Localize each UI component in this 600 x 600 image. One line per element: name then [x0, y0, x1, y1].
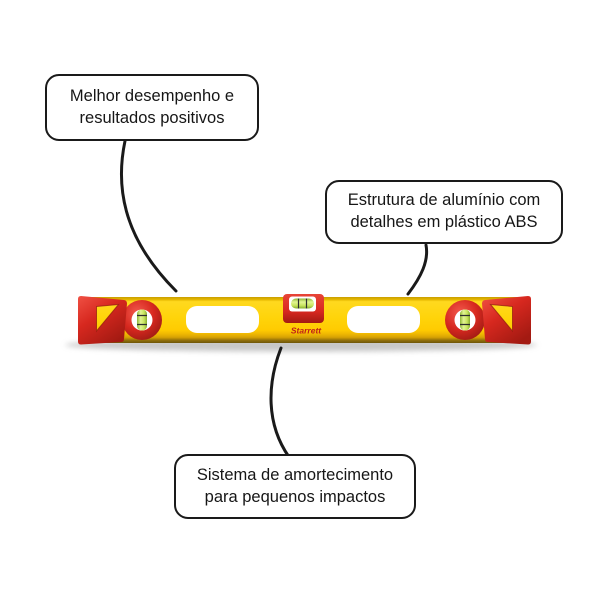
- callout-performance-text: Melhor desempenho e resultados positivos: [69, 86, 235, 127]
- connector-line-performance: [119, 139, 178, 293]
- left-vial-marks: [137, 314, 147, 326]
- handle-cutout-right: [347, 306, 420, 333]
- brand-logo: Starrett: [291, 326, 322, 336]
- right-vial-marks: [460, 314, 470, 326]
- left-end-cap: [78, 296, 127, 345]
- callout-performance: Melhor desempenho e resultados positivos: [45, 74, 259, 141]
- callout-structure-text: Estrutura de alumínio com detalhes em pl…: [347, 191, 541, 231]
- connector-line-damping: [269, 346, 291, 459]
- callout-damping-text: Sistema de amortecimento para pequenos i…: [196, 465, 394, 506]
- right-end-cap-shade: [489, 303, 513, 333]
- center-vial-marks: [297, 298, 308, 309]
- center-vial: [291, 298, 314, 309]
- right-end-cap: [482, 296, 531, 345]
- callout-structure: Estrutura de alumínio com detalhes em pl…: [325, 180, 563, 244]
- left-vial: [137, 309, 147, 331]
- callout-damping: Sistema de amortecimento para pequenos i…: [174, 454, 416, 519]
- handle-cutout-left: [186, 306, 259, 333]
- left-end-cap-shade: [96, 303, 120, 333]
- right-vial: [460, 309, 470, 331]
- connector-line-structure: [406, 243, 429, 296]
